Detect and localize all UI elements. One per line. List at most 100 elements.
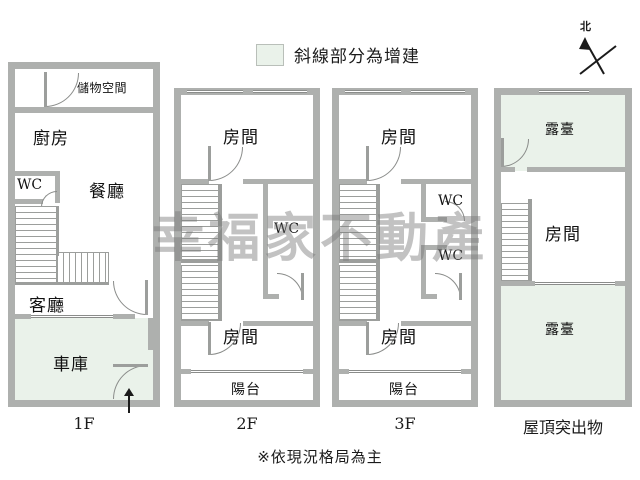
room-label-3f-wc-up: WC xyxy=(438,193,464,209)
entrance-arrow-head xyxy=(124,388,134,396)
door-leaf-entrance xyxy=(113,364,148,367)
wall-3f-wc-dn-top xyxy=(421,245,447,250)
room-label-2f-wc: WC xyxy=(274,221,300,237)
north-arrow-icon xyxy=(579,37,617,75)
terrace-top-fill xyxy=(501,95,625,171)
wall-3f-bed-front-bottom-left xyxy=(339,179,367,184)
room-label-kitchen: 廚房 xyxy=(33,129,69,149)
wall-stair-edge xyxy=(56,206,59,256)
door-storage xyxy=(45,73,79,107)
wall-garage-top-left xyxy=(15,314,31,319)
door-3f-bed-front xyxy=(367,147,401,181)
door-leaf-2f-front xyxy=(208,146,211,181)
wall-storage-bottom xyxy=(15,107,153,113)
room-label-wc-1f: WC xyxy=(17,177,43,193)
wall-3f-wc-dn-bottom xyxy=(421,294,437,299)
legend-label: 斜線部分為增建 xyxy=(294,47,420,67)
window-3f-balcony xyxy=(349,370,461,373)
floor-panel-3f: 房間 房間 陽台 WC WC xyxy=(332,88,478,407)
floor-panel-roof: 露臺 房間 露臺 xyxy=(494,88,632,407)
wall-2f-balcony-top-right xyxy=(303,369,313,374)
floor-plan-2f: 房間 WC 房間 陽台 xyxy=(174,88,320,407)
room-label-garage: 車庫 xyxy=(53,355,89,375)
room-label-storage: 儲物空間 xyxy=(77,81,128,95)
door-leaf-living xyxy=(145,280,148,315)
door-3f-wc-dn xyxy=(435,273,461,299)
window-roof-top xyxy=(539,90,589,93)
wall-2f-wc-bottom xyxy=(263,294,279,299)
wall-2f-stair-mid xyxy=(181,259,219,263)
compass-north-label: 北 xyxy=(580,20,591,33)
floor-label-2f: 2F xyxy=(236,414,258,433)
wall-3f-wc-dn-left xyxy=(421,245,426,299)
wall-wc-bottom xyxy=(15,199,43,204)
room-label-3f-bed-rear: 房間 xyxy=(381,328,417,348)
floor-plan-roof: 露臺 房間 露臺 xyxy=(494,88,632,407)
compass: 北 xyxy=(572,18,630,80)
wall-2f-bed-front-bottom-right xyxy=(243,179,313,184)
wall-2f-bed-front-bottom-left xyxy=(181,179,209,184)
stairs-2f-dn xyxy=(181,265,219,321)
legend: 斜線部分為增建 xyxy=(256,42,420,67)
stairs-1f-lower xyxy=(57,252,109,284)
wall-3f-wc-up-left xyxy=(421,184,426,222)
wall-wc-right xyxy=(55,171,60,203)
wall-2f-wc-left xyxy=(263,184,268,298)
floor-panel-2f: 房間 WC 房間 陽台 xyxy=(174,88,320,407)
wall-garage-top-right xyxy=(113,314,135,319)
room-label-terrace-top: 露臺 xyxy=(545,122,575,138)
wall-3f-bed-front-bottom-right xyxy=(401,179,471,184)
wall-roof-terrace-top-bottom-left xyxy=(501,167,515,172)
wall-2f-bed-rear-top-right xyxy=(243,321,313,326)
window-3f-front-left xyxy=(345,90,401,93)
door-2f-bed-front xyxy=(209,147,243,181)
door-leaf-3f-rear xyxy=(366,322,369,355)
stairs-3f-dn xyxy=(339,265,377,321)
floor-label-3f: 3F xyxy=(394,414,416,433)
room-label-2f-bed-front: 房間 xyxy=(223,128,259,148)
legend-swatch xyxy=(256,43,284,66)
floor-plan-3f: 房間 房間 陽台 xyxy=(332,88,478,407)
wall-wc-top xyxy=(15,171,60,176)
wall-garage-right xyxy=(148,318,153,350)
terrace-bottom-fill xyxy=(501,285,625,400)
wall-roof-terrace-bottom-top-left xyxy=(501,281,535,286)
door-leaf-roof-top xyxy=(501,138,504,167)
wall-2f-stair-right xyxy=(218,184,222,321)
wall-roof-terrace-top-bottom-right xyxy=(527,167,625,172)
footer-note: ※依現況格局為主 xyxy=(257,448,383,466)
room-label-dining: 餐廳 xyxy=(89,182,125,202)
wall-3f-stair-right xyxy=(376,184,380,321)
wall-3f-bed-rear-top-left xyxy=(339,321,367,326)
stairs-2f-up xyxy=(181,184,219,260)
window-2f-front-right xyxy=(253,90,307,93)
wall-2f-bed-rear-top-left xyxy=(181,321,209,326)
wall-3f-stair-mid xyxy=(339,259,377,263)
room-label-3f-wc-dn: WC xyxy=(438,248,464,264)
stairs-1f-upper xyxy=(15,206,57,284)
window-2f-front-left xyxy=(187,90,243,93)
window-3f-front-right xyxy=(411,90,465,93)
door-leaf-storage xyxy=(44,72,47,107)
window-2f-balcony xyxy=(191,370,303,373)
wall-stair-bottom xyxy=(15,282,109,285)
wall-roof-stair-right xyxy=(528,199,532,281)
stairs-roof xyxy=(501,203,529,281)
door-living xyxy=(113,281,147,315)
window-roof-mid xyxy=(535,282,615,285)
window-garage-front xyxy=(31,315,113,318)
wall-2f-balcony-top-left xyxy=(181,369,191,374)
room-label-roof-room: 房間 xyxy=(545,225,581,245)
room-label-living: 客廳 xyxy=(29,296,65,316)
door-leaf-3f-front xyxy=(366,146,369,181)
wall-roof-terrace-bottom-top-right xyxy=(615,281,625,286)
room-label-3f-balcony: 陽台 xyxy=(389,382,419,398)
room-label-2f-bed-rear: 房間 xyxy=(223,328,259,348)
wall-3f-balcony-top-right xyxy=(461,369,471,374)
entrance-arrow-line xyxy=(128,395,130,413)
stairs-3f-up xyxy=(339,184,377,260)
door-leaf-2f-wc xyxy=(301,273,304,300)
room-label-2f-balcony: 陽台 xyxy=(231,382,261,398)
floor-label-roof: 屋頂突出物 xyxy=(522,418,603,437)
